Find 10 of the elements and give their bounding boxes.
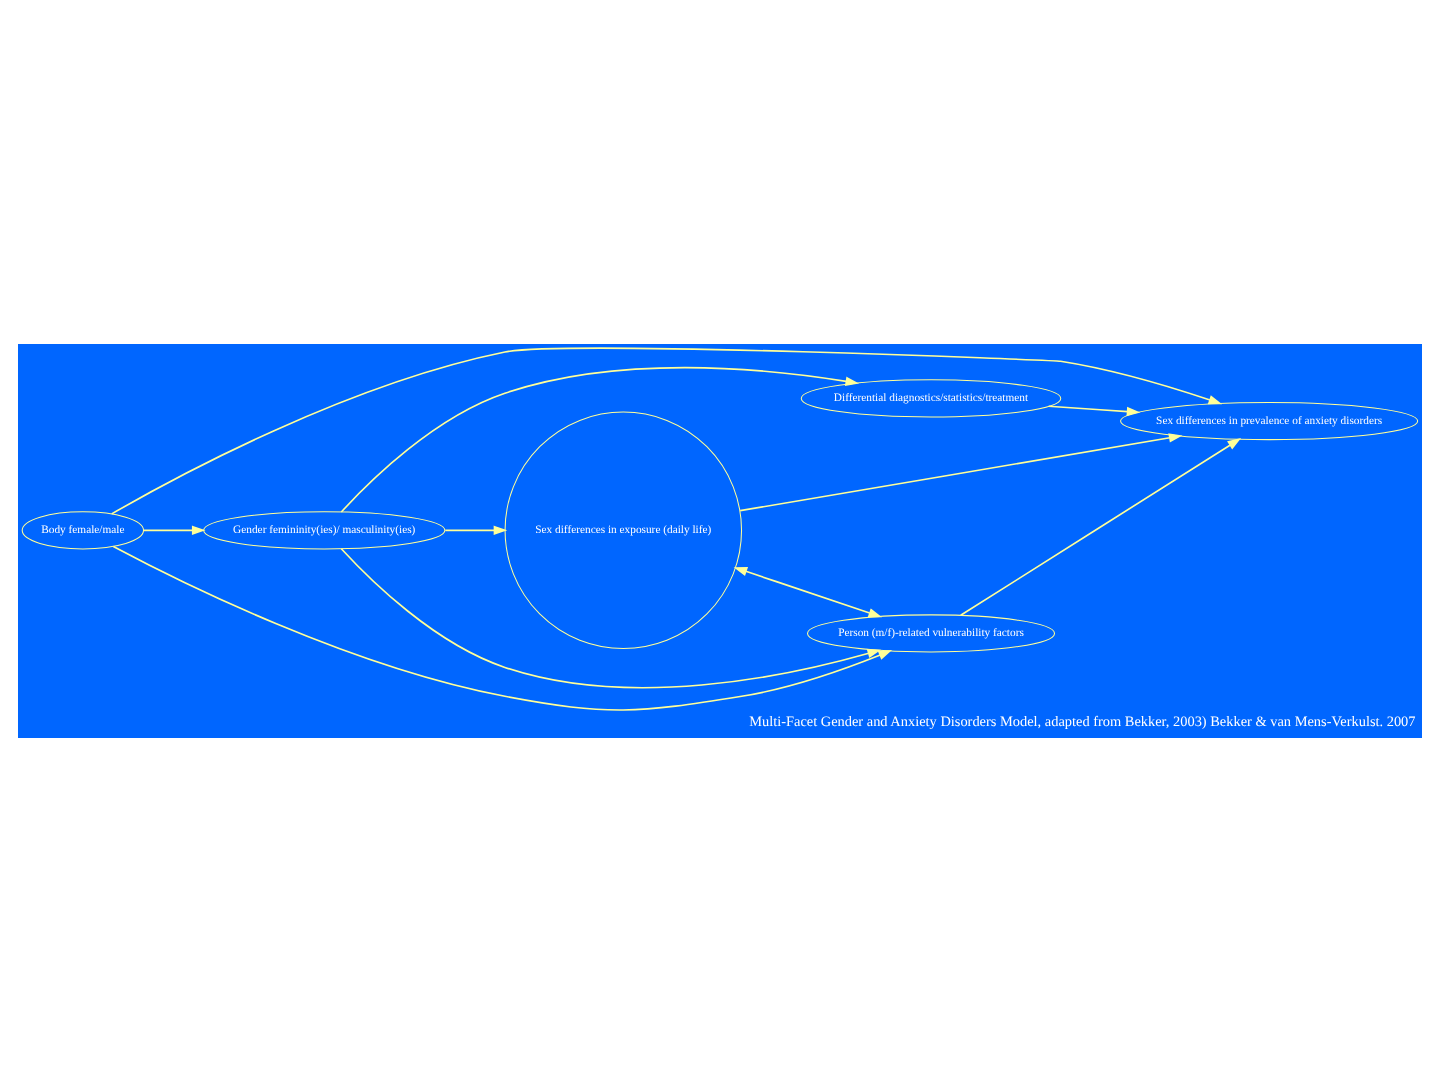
arrow (733, 566, 883, 617)
arrow (739, 432, 1183, 511)
arrow (110, 346, 1223, 514)
arrow (959, 437, 1242, 616)
arrow (340, 365, 860, 512)
arrow (112, 544, 893, 710)
arrow (1047, 404, 1141, 416)
arrow (142, 524, 206, 535)
arrow (340, 546, 882, 688)
arrow (444, 524, 508, 535)
